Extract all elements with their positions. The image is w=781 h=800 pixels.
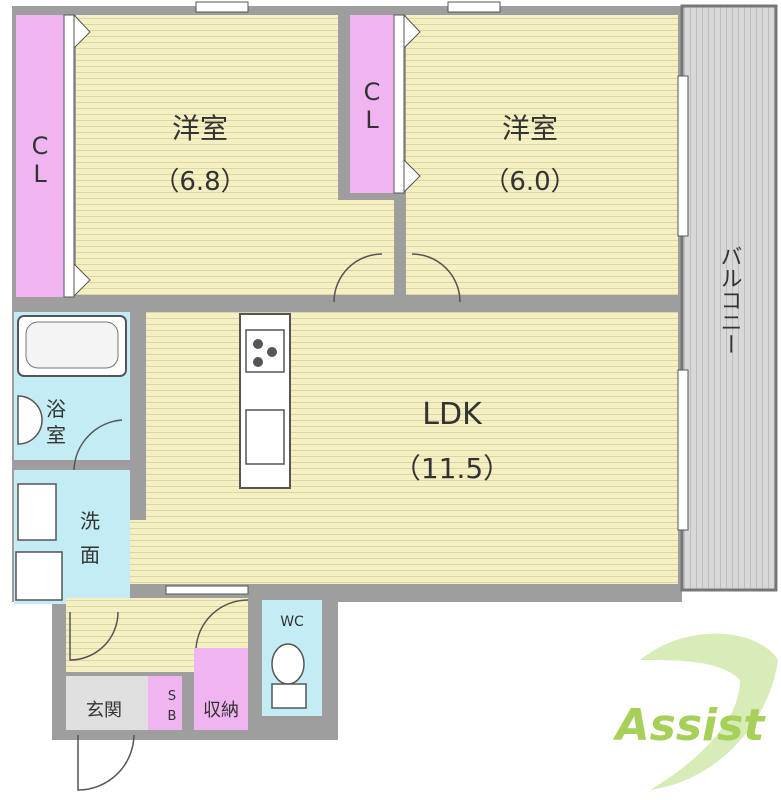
western-room-right-size: （6.0） [483,167,576,197]
closet-right-door-mark [403,158,421,194]
closet-right-label-l: L [365,106,379,134]
ldk-room [146,312,678,584]
bath-door-arc [73,419,123,471]
entrance [66,676,148,730]
washing-machine [15,551,63,601]
ldk-size: （11.5） [393,452,511,485]
balcony [680,4,778,592]
toilet-label: WC [280,614,304,630]
window [677,369,689,531]
stove-burner [267,347,277,357]
window [677,75,689,237]
closet-right [350,15,394,193]
toilet-tank [271,683,307,709]
logo-text: Assist [613,700,767,751]
stove-burner [253,339,263,349]
window [165,585,249,595]
toilet-bowl [271,643,305,685]
window [195,1,249,13]
closet-left-doors [63,14,75,298]
closet-right-door-mark [403,13,421,50]
western-room-left-lower [76,200,394,295]
shoe-box [148,676,182,730]
wash-basin [17,483,57,541]
hall-door-arc [195,599,249,649]
bath-label-1: 浴 [46,397,66,421]
western-room-right-label: 洋室 [502,112,558,145]
balcony-label: バルコニー [717,245,742,355]
washroom-label-2: 面 [80,543,100,567]
storage-room [194,648,248,730]
kitchen-sink [245,409,285,465]
bath-label-2: 室 [46,423,66,447]
stove [245,329,285,373]
ldk-room-lower [128,520,208,584]
shoe-box-label-b: B [168,709,177,724]
closet-right-label-c: C [364,78,381,106]
entrance-label: 玄関 [86,700,122,721]
washroom-label-1: 洗 [80,509,100,533]
bath-fixture [17,395,43,445]
bedroom-left-door-arc [333,253,383,303]
bedroom-right-door-arc [411,253,461,303]
logo-swoosh [640,633,778,790]
bathtub-inner [25,321,119,369]
western-room-left-label: 洋室 [172,112,228,145]
closet-left-door-mark [73,262,91,298]
window [447,1,501,13]
stove-burner [253,357,263,367]
western-room-left-size: （6.8） [153,167,246,197]
washroom-door-arc [69,611,119,661]
closet-left [16,15,64,297]
ldk-label: LDK [422,397,483,432]
storage-label: 収納 [203,700,239,721]
closet-left-label-l: L [33,160,47,188]
closet-right-doors [393,14,405,194]
closet-left-label-c: C [32,132,49,160]
western-room-right [406,15,678,295]
shoe-box-label-s: S [168,689,176,704]
entrance-door-arc [77,734,135,791]
closet-left-door-mark [73,13,91,50]
assist-logo: Assist [613,633,778,790]
